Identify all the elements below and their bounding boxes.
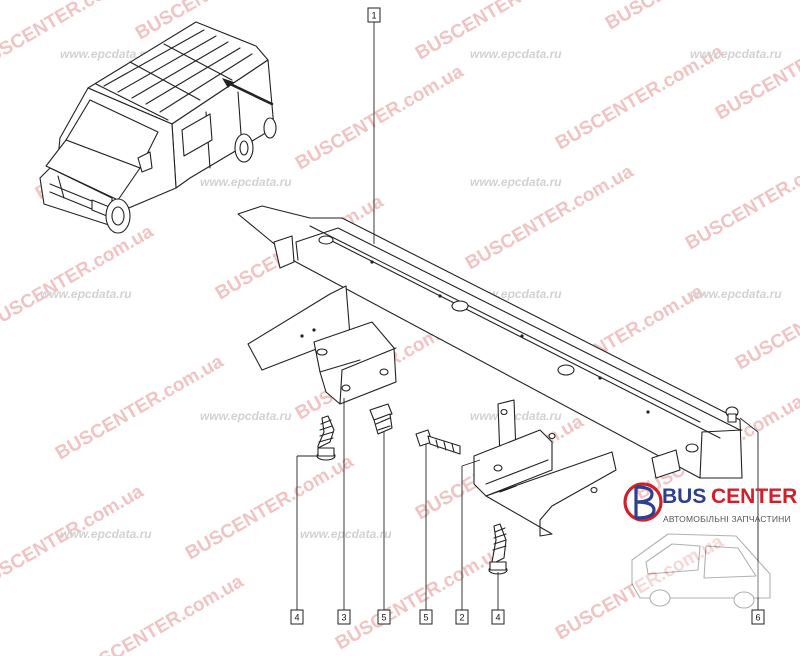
callout-box [419,609,433,625]
right-mounting-bracket [473,399,617,537]
callout-number: 5 [381,613,386,623]
callout-box [290,609,304,625]
watermark-brand: BUSCENTER.com.ua [332,541,507,654]
callout-6: 6 [751,609,765,625]
bolt-5-right [415,429,461,455]
watermark-brand: BUSCENTER.com.ua [602,0,777,34]
callout-number: 3 [341,613,346,623]
callout-number: 2 [459,613,464,623]
callout-4-right: 4 [491,609,505,625]
watermark-site: www.epcdata.ru [200,175,292,189]
van-illustration [39,21,277,234]
clip-6 [725,406,739,423]
buscenter-logo: BUS CENTER АВТОМОБІЛЬНІ ЗАПЧАСТИНИ [623,482,797,609]
watermark-site: www.epcdata.ru [60,527,152,541]
watermark-brand: BUSCENTER.com.ua [682,141,800,254]
watermark-brand: BUSCENTER.com.ua [0,0,147,74]
watermark-site: www.epcdata.ru [470,47,562,61]
callout-1: 1 [367,7,381,23]
watermark-site: www.epcdata.ru [60,47,152,61]
callout-box [491,609,505,625]
watermark-site: www.epcdata.ru [690,47,782,61]
callout-box [377,609,391,625]
cross-member-beam [237,205,743,479]
watermark-site: www.epcdata.ru [300,527,392,541]
watermark-brand: BUSCENTER.com.ua [712,11,800,124]
callout-3: 3 [337,609,351,625]
watermark-site: www.epcdata.ru [200,409,292,423]
watermark-site: www.epcdata.ru [40,287,132,301]
watermark-site: www.epcdata.ru [470,175,562,189]
screw-4-right [488,523,508,575]
logo-brand-left: BUS [662,485,706,508]
watermark-brand: BUSCENTER.com.ua [72,571,247,656]
callout-labels: 1 4 3 5 5 2 4 6 [290,7,765,625]
watermark-site: www.epcdata.ru [470,409,562,423]
bolt-5-left [369,403,393,435]
callout-number: 4 [495,613,500,623]
screw-4-left [316,415,336,461]
watermark-brand: BUSCENTER.com.ua [52,351,227,464]
callout-5-right: 5 [419,609,433,625]
left-mounting-bracket [247,285,397,405]
callout-box [455,609,469,625]
callout-box [367,7,381,23]
watermark-brand: BUSCENTER.com.ua [292,61,467,174]
logo-brand-right: CENTER [711,485,797,508]
callout-number: 4 [294,613,299,623]
watermark-brand: BUSCENTER.com.ua [182,451,357,564]
callout-box [751,609,765,625]
watermark-brand: BUSCENTER.com.ua [0,221,157,334]
callout-2: 2 [455,609,469,625]
callout-5-left: 5 [377,609,391,625]
callout-number: 5 [423,613,428,623]
callout-number: 6 [755,613,760,623]
watermark-brand: BUSCENTER.com.ua [732,261,800,374]
callout-box [337,609,351,625]
callout-4-left: 4 [290,609,304,625]
callout-number: 1 [371,11,376,21]
leader-lines [296,22,759,610]
watermark-site: www.epcdata.ru [690,287,782,301]
logo-subtitle: АВТОМОБІЛЬНІ ЗАПЧАСТИНИ [663,514,791,524]
